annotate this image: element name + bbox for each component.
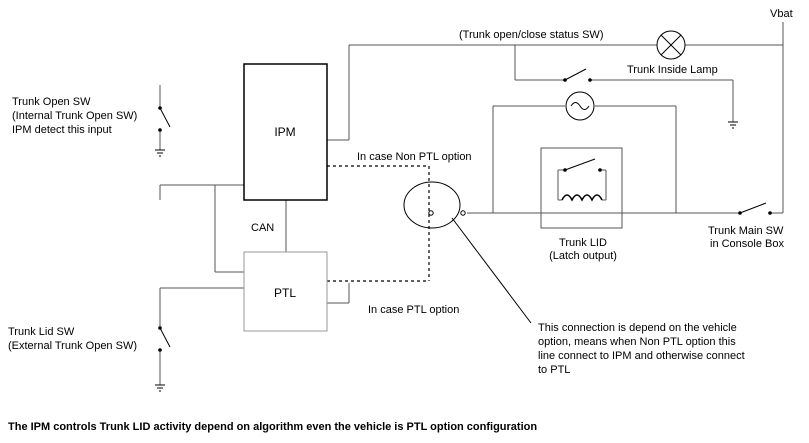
note-pointer-line [451,217,532,324]
wiring [159,22,784,385]
latch-coil-icon [561,194,603,202]
ground-icon [155,149,165,157]
lamp-icon [656,30,686,60]
trunk-open-sw-label: Trunk Open SW [12,96,91,108]
ptl-block [243,251,328,332]
trunk-main-sw-label: Trunk Main SW [708,225,784,237]
connection-note-line: This connection is depend on the vehicle [538,322,737,334]
trunk-lid-block [540,147,623,229]
diagram-caption: The IPM controls Trunk LID activity depe… [8,421,537,433]
connection-note-line: to PTL [538,364,570,376]
trunk-status-switch-icon [563,68,592,82]
trunk-lid-sw-label: Trunk Lid SW [8,326,75,338]
ipm-block [243,63,328,201]
connection-note-line: option, means when Non PTL option this [538,336,736,348]
ptl-option-label: In case PTL option [368,304,459,316]
vbat-label: Vbat [770,8,793,20]
ptl-label: PTL [274,286,296,300]
trunk-lid-label: Trunk LID [559,237,607,249]
trunk-open-sw-note: IPM detect this input [12,124,112,136]
latch-switch-icon [563,158,602,172]
can-label: CAN [251,222,274,234]
connection-note-line: line connect to IPM and otherwise connec… [538,350,745,362]
ground-icon [728,121,738,129]
option-connector [403,181,461,229]
ground-icon [155,384,165,392]
trunk-open-sw-sublabel: (Internal Trunk Open SW) [12,110,137,122]
trunk-main-switch-icon [738,202,772,215]
trunk-lid-sublabel: (Latch output) [549,250,617,262]
trunk-lid-sw-sublabel: (External Trunk Open SW) [8,340,137,352]
option-dashed-lines [327,165,430,282]
ac-source-icon [565,91,595,121]
non-ptl-option-label: In case Non PTL option [357,151,472,163]
trunk-inside-lamp-label: Trunk Inside Lamp [627,64,718,76]
trunk-open-switch-icon [158,106,171,132]
trunk-main-sw-sublabel: in Console Box [710,238,784,250]
trunk-lid-switch-icon [158,326,171,352]
trunk-status-switch-label: (Trunk open/close status SW) [459,29,603,41]
ipm-label: IPM [274,125,295,139]
